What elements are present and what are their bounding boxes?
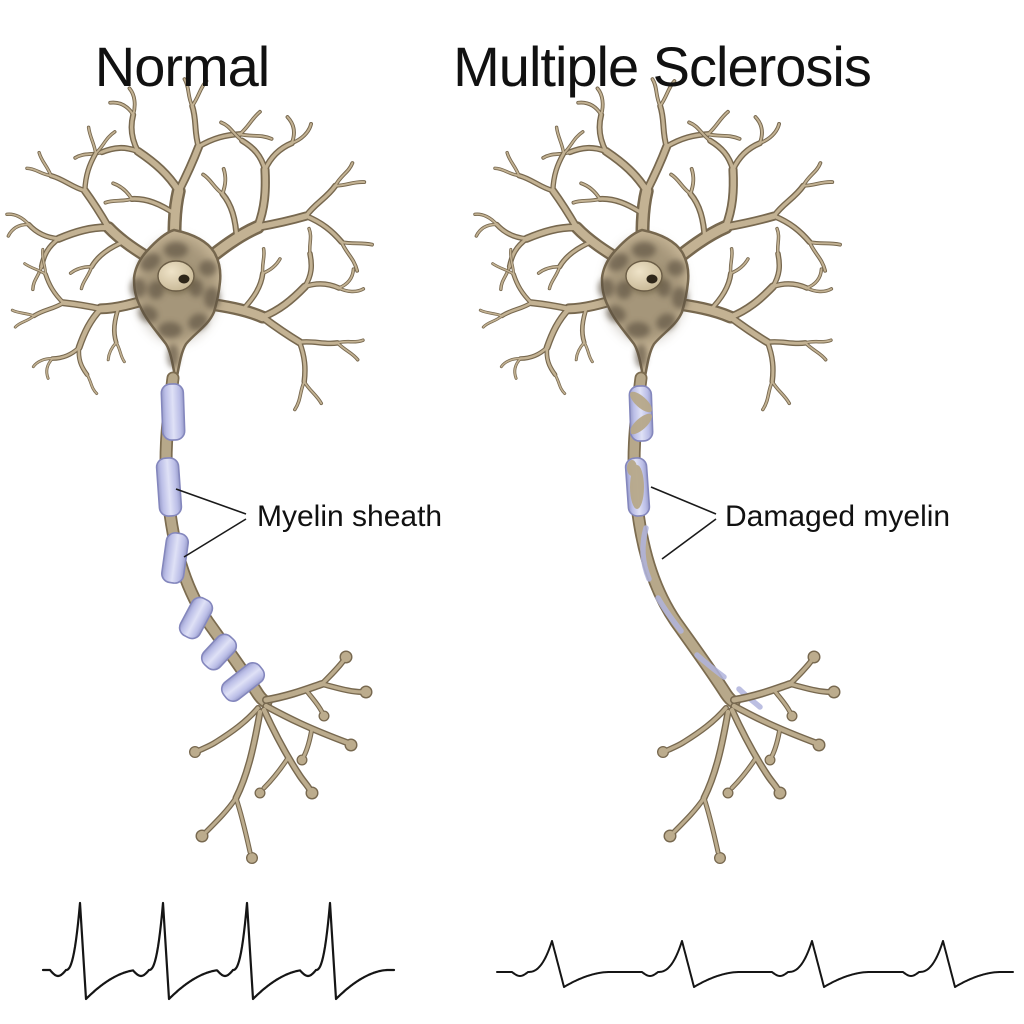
neuron-normal: [0, 70, 402, 863]
leader-lines-normal: [175, 488, 247, 558]
myelin-sheath-segments: [155, 383, 266, 702]
axon-terminal-ms: [658, 651, 841, 864]
axon-terminal-normal: [190, 651, 373, 864]
panel-title-normal: Normal: [94, 35, 270, 98]
damaged-myelin-patches: [624, 385, 763, 710]
panel-title-ms: Multiple Sclerosis: [453, 35, 872, 98]
soma-ms: [438, 70, 870, 422]
action-potential-trace-normal: [41, 901, 396, 1001]
neuron-ms: [438, 70, 870, 863]
action-potential-trace-ms: [496, 940, 1014, 988]
damaged-myelin-label: Damaged myelin: [725, 500, 951, 533]
leader-lines-ms: [650, 486, 717, 560]
myelin-sheath-label: Myelin sheath: [257, 500, 443, 533]
soma-normal: [0, 70, 402, 422]
